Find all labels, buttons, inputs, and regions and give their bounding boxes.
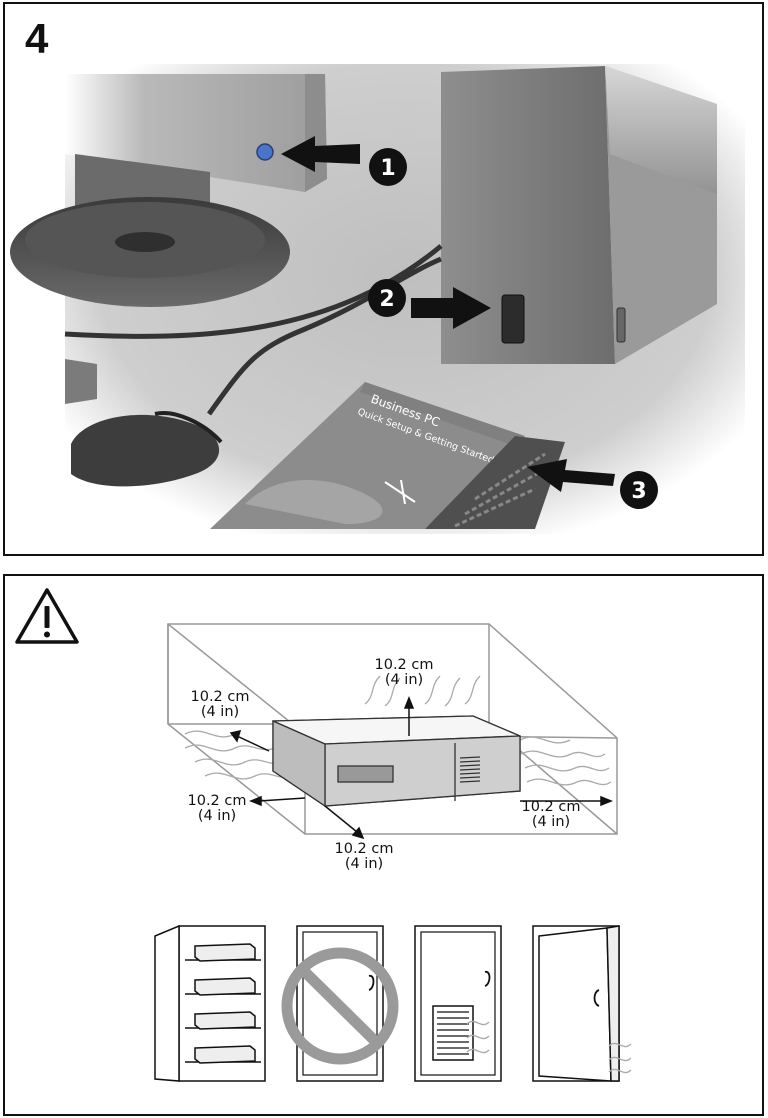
clearance-front-left-label: 10.2 cm (4 in) [187, 793, 247, 824]
mouse-cable [206, 256, 442, 416]
callout-2: 2 [368, 279, 406, 317]
monitor-power-button [256, 143, 274, 161]
scenario-open-shelves [154, 924, 266, 1082]
computer-power-button [501, 294, 525, 344]
dimension-arrows [229, 695, 614, 840]
svg-text:2: 2 [379, 287, 394, 312]
power-on-illustration: Business PC Quick Setup & Getting Starte… [10, 64, 745, 534]
prohibited-icon [281, 947, 399, 1065]
arrow-2-icon [411, 287, 491, 329]
keyboard [425, 436, 565, 529]
arrow-1-icon [281, 136, 360, 172]
callout-1: 1 [369, 148, 407, 186]
tower-computer [441, 66, 717, 364]
clearance-front-label: 10.2 cm (4 in) [334, 841, 394, 872]
step-number: 4 [25, 15, 49, 62]
warning-icon [15, 588, 79, 644]
callout-3: 3 [620, 471, 658, 509]
setup-step-panel: Business PC Quick Setup & Getting Starte… [3, 2, 764, 556]
monitor [10, 74, 327, 307]
clearance-left-label: 10.2 cm (4 in) [190, 689, 250, 720]
clearance-top-label: 10.2 cm (4 in) [374, 657, 434, 688]
ventilation-warning-panel: 10.2 cm (4 in) 10.2 cm (4 in) 10.2 cm (4… [3, 574, 764, 1116]
svg-text:3: 3 [631, 479, 646, 504]
svg-text:1: 1 [380, 156, 395, 181]
desktop-computer [272, 715, 521, 808]
airflow-lines [184, 675, 612, 786]
mouse [71, 411, 223, 487]
quick-setup-document: Business PC Quick Setup & Getting Starte… [210, 382, 525, 529]
scenario-open-door [532, 925, 632, 1082]
cable [64, 244, 443, 339]
clearance-illustration [15, 588, 632, 1082]
arrow-3-icon [527, 459, 615, 492]
scenario-closed-cabinet [281, 925, 399, 1082]
scenario-vented-cabinet [414, 925, 502, 1082]
clearance-right-label: 10.2 cm (4 in) [521, 799, 581, 830]
